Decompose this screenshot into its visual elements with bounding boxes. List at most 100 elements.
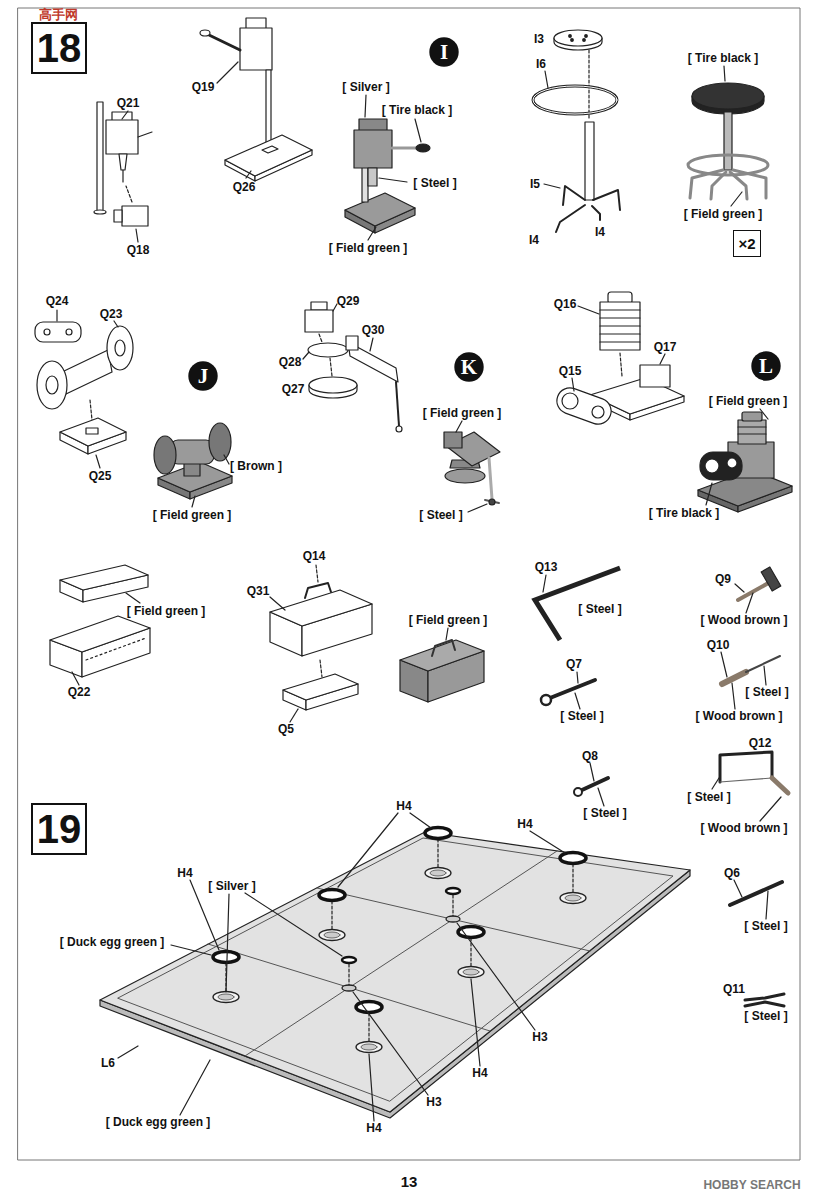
- callout-letter: K: [461, 357, 477, 378]
- page-frame: [18, 8, 800, 1160]
- grinder-parts: [90, 400, 92, 420]
- part-number: Q27: [282, 383, 305, 395]
- leader-line: [734, 880, 742, 897]
- drill-press: [345, 95, 430, 240]
- paint-color-label: [ Silver ]: [342, 81, 389, 93]
- part-number: H4: [177, 867, 192, 879]
- stool-parts: [571, 39, 574, 42]
- air-compressor: [698, 409, 792, 512]
- leader-line: [72, 672, 79, 685]
- callout-letter: L: [759, 356, 773, 377]
- air-compressor: [738, 426, 766, 427]
- leader-line: [246, 171, 251, 178]
- stool: [724, 112, 732, 170]
- step-number-box: 19: [31, 803, 88, 855]
- part-number: Q19: [192, 81, 215, 93]
- tray-hole: [218, 994, 234, 1000]
- leader-line: [118, 813, 565, 1121]
- part-number: Q29: [337, 295, 360, 307]
- toolbox-trays: [50, 565, 150, 685]
- leader-line: [575, 693, 580, 709]
- leader-line: [598, 788, 604, 806]
- stool-parts: [563, 186, 585, 205]
- part-number: Q22: [68, 686, 91, 698]
- part-number: Q28: [279, 356, 302, 368]
- tray-hole: [560, 893, 586, 904]
- drill-press-parts: [94, 210, 106, 214]
- grinder-parts: [86, 428, 98, 434]
- leader-line: [114, 321, 118, 327]
- part-number: I6: [536, 58, 546, 70]
- rubber-disk: [446, 888, 460, 894]
- tray: [208, 944, 490, 1031]
- paint-color-label: [ Wood brown ]: [695, 710, 782, 722]
- part-number: Q24: [46, 295, 69, 307]
- part-number: I3: [534, 33, 544, 45]
- part-number: H4: [472, 1067, 487, 1079]
- rubber-disk: [425, 828, 451, 839]
- step-number-box: 18: [31, 22, 88, 74]
- drill-press: [345, 193, 415, 226]
- vise-parts: [346, 336, 358, 350]
- paint-color-label: [ Field green ]: [423, 407, 502, 419]
- vise: [489, 499, 495, 505]
- hand-tools: [582, 778, 608, 790]
- tray: [100, 832, 690, 1118]
- compressor-parts: [640, 365, 670, 387]
- tray-hole: [356, 1042, 382, 1053]
- leader-line: [530, 831, 565, 853]
- leader-line: [572, 378, 574, 391]
- illustration: [18, 8, 800, 1160]
- vise-parts: [303, 302, 402, 432]
- vise-parts: [396, 426, 402, 432]
- toolbox-parts: [270, 565, 372, 722]
- paint-callout-circle: I: [429, 37, 459, 67]
- paint-color-label: [ Steel ]: [419, 509, 462, 521]
- stool: [692, 83, 764, 109]
- drill-press-parts: [94, 18, 312, 242]
- leader-line: [544, 184, 560, 188]
- part-number: Q26: [233, 181, 256, 193]
- toolbox-parts: [283, 674, 358, 700]
- grinder-parts: [60, 418, 126, 446]
- paint-color-label: [ Tire black ]: [382, 104, 452, 116]
- paint-color-label: [ Field green ]: [684, 208, 763, 220]
- paint-color-label: [ Field green ]: [127, 605, 206, 617]
- part-number: H3: [532, 1031, 547, 1043]
- callout-circle-shape: [188, 361, 217, 390]
- part-number: I4: [529, 234, 539, 246]
- vise-parts: [319, 334, 322, 342]
- drill-press-parts: [126, 186, 132, 202]
- vise-parts: [308, 343, 348, 357]
- leader-line: [471, 979, 480, 1066]
- hand-tools: [574, 788, 582, 796]
- paint-color-label: [ Wood brown ]: [700, 822, 787, 834]
- part-number: H4: [396, 800, 411, 812]
- air-compressor: [700, 452, 742, 480]
- part-number: L6: [101, 1057, 115, 1069]
- toolbox-trays: [86, 638, 146, 660]
- leader-line: [303, 352, 309, 359]
- compressor-parts: [600, 309, 640, 310]
- rubber-disk: [342, 957, 356, 963]
- stool-parts: [585, 122, 594, 200]
- part-number: Q18: [127, 244, 150, 256]
- vise-parts: [309, 377, 357, 393]
- leader-line: [760, 797, 781, 821]
- part-number: Q11: [723, 983, 745, 995]
- leader-line: [735, 584, 744, 592]
- rubber-disk: [319, 890, 345, 901]
- leader-line: [456, 421, 462, 432]
- part-number: Q6: [724, 867, 740, 879]
- drill-press: [354, 130, 392, 168]
- leader-line: [724, 66, 725, 81]
- air-compressor: [742, 412, 762, 421]
- vise-parts: [311, 302, 327, 310]
- drill-press-parts: [266, 70, 271, 142]
- paint-color-label: [ Steel ]: [687, 791, 730, 803]
- vise-parts: [330, 358, 332, 376]
- compressor-parts: [620, 353, 622, 376]
- part-number: H4: [517, 818, 532, 830]
- hand-tools: [745, 994, 784, 1006]
